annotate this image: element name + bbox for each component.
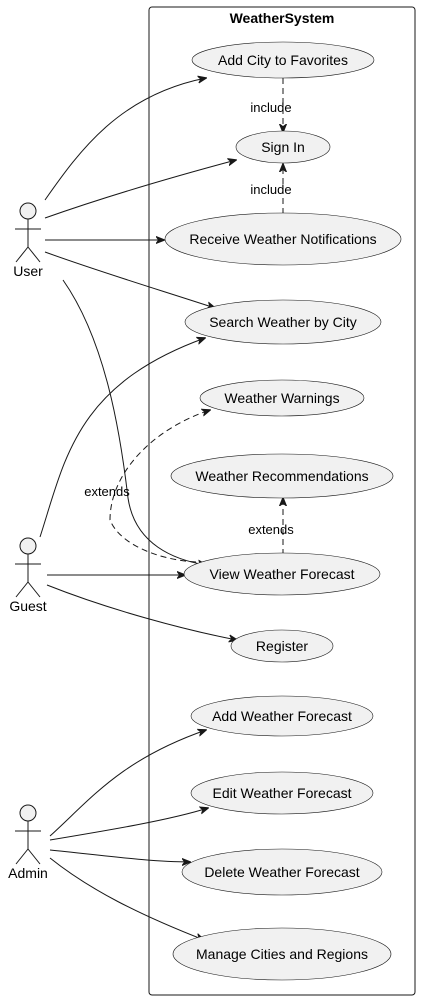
actor-label: Guest	[9, 598, 46, 614]
system-title: WeatherSystem	[230, 10, 335, 26]
use-case-edit-weather-forecast[interactable]: Edit Weather Forecast	[190, 771, 374, 815]
use-case-label: Edit Weather Forecast	[212, 785, 351, 801]
label-include-notifications-signin: include	[250, 182, 291, 197]
edge-user-view-forecast	[62, 279, 206, 565]
use-case-label: Add Weather Forecast	[212, 708, 352, 724]
actor-head-icon	[19, 804, 37, 822]
actor-user[interactable]: User	[13, 202, 43, 279]
label-include-favorites-signin: include	[250, 100, 291, 115]
actor-label: User	[13, 263, 43, 279]
use-case-label: Search Weather by City	[209, 314, 357, 330]
use-case-add-city-to-favorites[interactable]: Add City to Favorites	[191, 41, 375, 79]
actor-guest[interactable]: Guest	[9, 537, 47, 614]
label-extends-recommendations: extends	[248, 522, 294, 537]
edge-guest-register	[46, 584, 237, 640]
label-extends-warnings: extends	[84, 484, 130, 499]
edge-user-search-by-city	[44, 251, 215, 308]
use-case-manage-cities-and-regions[interactable]: Manage Cities and Regions	[172, 927, 392, 981]
use-case-weather-recommendations[interactable]: Weather Recommendations	[170, 453, 394, 499]
use-case-receive-weather-notifications[interactable]: Receive Weather Notifications	[164, 212, 402, 266]
edge-guest-search-by-city	[39, 338, 205, 538]
use-case-label: Manage Cities and Regions	[196, 946, 368, 962]
use-case-add-weather-forecast[interactable]: Add Weather Forecast	[190, 695, 374, 737]
actor-head-icon	[19, 202, 37, 220]
edge-user-sign-in	[44, 160, 236, 219]
use-case-view-weather-forecast[interactable]: View Weather Forecast	[183, 552, 381, 596]
associations	[39, 78, 237, 940]
use-case-register[interactable]: Register	[230, 629, 334, 663]
use-case-label: Receive Weather Notifications	[189, 231, 376, 247]
use-case-label: Delete Weather Forecast	[204, 864, 359, 880]
use-case-weather-warnings[interactable]: Weather Warnings	[199, 379, 365, 417]
use-case-label: Register	[256, 638, 308, 654]
edge-extends-warnings	[109, 410, 210, 563]
edge-admin-delete-forecast	[49, 849, 190, 862]
use-case-label: Weather Warnings	[224, 390, 339, 406]
use-case-label: Weather Recommendations	[195, 468, 368, 484]
actor-admin[interactable]: Admin	[8, 804, 48, 881]
use-case-label: Sign In	[261, 139, 305, 155]
edge-admin-add-forecast	[49, 730, 206, 837]
actor-label: Admin	[8, 865, 48, 881]
edge-admin-manage-cities	[49, 857, 204, 940]
edge-admin-edit-forecast	[49, 808, 208, 841]
use-case-sign-in[interactable]: Sign In	[235, 130, 331, 164]
use-case-label: Add City to Favorites	[218, 52, 348, 68]
use-case-label: View Weather Forecast	[210, 566, 355, 582]
dependencies: include include extends extends	[84, 78, 294, 563]
use-case-delete-weather-forecast[interactable]: Delete Weather Forecast	[181, 848, 383, 896]
use-case-search-weather-by-city[interactable]: Search Weather by City	[184, 299, 382, 345]
actor-head-icon	[19, 537, 37, 555]
edge-user-add-city-favorites	[44, 78, 206, 201]
